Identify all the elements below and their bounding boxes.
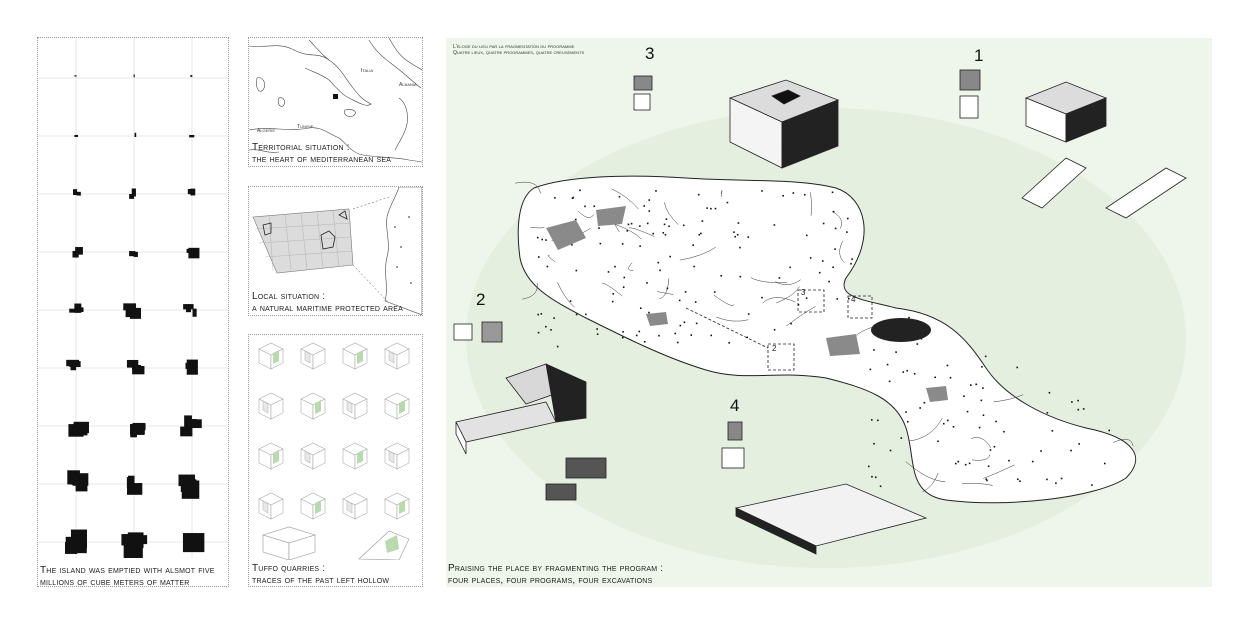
quarry-cube (384, 492, 410, 520)
tuffo-caption-line1: Tuffo quarries : (252, 563, 326, 574)
mass-blob (64, 529, 88, 554)
mass-blob (66, 359, 81, 371)
territorial-caption: Territorial situation : the heart of med… (252, 142, 422, 166)
mass-blob (183, 304, 197, 317)
vignette-site-3 (633, 75, 840, 169)
territorial-caption-line1: Territorial situation : (252, 142, 350, 153)
mass-blob (121, 532, 148, 558)
mass-blob (72, 247, 83, 258)
site-number-1: 1 (974, 46, 984, 65)
quarry-cube (342, 442, 368, 470)
mass-blob (123, 303, 141, 319)
mass-blob (190, 75, 193, 77)
plan-header-line2: Quatre lieux, quatre programmes, quatre … (453, 50, 585, 56)
mass-blob (73, 189, 81, 196)
local-caption-line2: a natural maritime protected area (252, 303, 403, 314)
site-frames (685, 289, 873, 371)
mass-blob (185, 359, 198, 375)
island-plan-drawing (453, 69, 1187, 568)
tuffo-quarries-panel: Tuffo quarries : traces of the past left… (248, 334, 423, 587)
mass-blob (129, 251, 138, 257)
plan-caption-line1: Praising the place by fragmenting the pr… (448, 563, 664, 574)
quarry-cube (384, 442, 410, 470)
quarry-cube (342, 342, 368, 370)
territorial-caption-line2: the heart of mediterranean sea (252, 154, 392, 165)
site-number-3: 3 (645, 44, 655, 63)
mass-blob (74, 134, 78, 137)
mass-blob (126, 359, 145, 375)
mass-blob (186, 247, 200, 259)
mass-evolution-grid (38, 38, 228, 558)
quarry-cube (300, 342, 326, 370)
mediterranean-map (249, 38, 422, 163)
mass-blob (178, 474, 200, 499)
tuffo-caption: Tuffo quarries : traces of the past left… (252, 563, 422, 586)
quarry-cube (300, 442, 326, 470)
mass-blob (67, 470, 89, 492)
map-label-albania: Albania (399, 82, 417, 88)
buildings (536, 189, 1111, 488)
plan-header: L'éloge du lieu par la fragmentation du … (453, 44, 584, 56)
quarry-patches (546, 206, 948, 402)
town-centre (871, 318, 931, 342)
mass-caption-line2: millions of cube meters of matter (40, 577, 190, 587)
map-marker-2: 2 (772, 344, 777, 353)
quarry-cube (258, 442, 284, 470)
quarry-cube (384, 342, 410, 370)
local-map-panel: Local situation : a natural maritime pro… (248, 186, 423, 316)
mass-blob (182, 533, 205, 553)
mass-blob (68, 421, 89, 437)
mass-blob (133, 74, 135, 78)
island-plan-panel: L'éloge du lieu par la fragmentation du … (446, 38, 1212, 587)
quarry-cube (258, 392, 284, 420)
mass-blob (69, 303, 84, 313)
map-marker-3: 3 (801, 288, 806, 297)
mass-blob (180, 415, 202, 437)
mass-caption: The island was emptied with alsmot five … (40, 565, 228, 587)
quarry-cube (342, 492, 368, 520)
tuffo-caption-line2: traces of the past left hollow (252, 575, 390, 586)
quarry-cube (258, 342, 284, 370)
quarry-cube (300, 492, 326, 520)
vignette-site-4 (721, 421, 928, 555)
site-number-4: 4 (730, 396, 740, 415)
mass-blob (189, 134, 195, 138)
local-caption: Local situation : a natural maritime pro… (252, 291, 422, 315)
quarry-cube-grid (258, 342, 410, 560)
map-marker-4: 4 (851, 295, 856, 304)
site-location-marker (333, 94, 338, 99)
mass-blob (126, 475, 143, 495)
plan-header-line1: L'éloge du lieu par la fragmentation du … (453, 44, 575, 50)
map-label-algerie: Algerie (257, 128, 276, 134)
map-label-tunisie: Tunisie (297, 124, 314, 130)
mass-evolution-panel: The island was emptied with alsmot five … (37, 37, 229, 587)
territorial-map-panel: Italia Albania Algerie Tunisie Territori… (248, 37, 423, 167)
local-caption-line1: Local situation : (252, 291, 326, 302)
plan-caption-line2: four places, four programs, four excavat… (448, 575, 653, 586)
cliff-sketch (358, 530, 410, 560)
mass-blob (187, 188, 196, 196)
quarry-cube (384, 392, 410, 420)
mass-blob (129, 188, 136, 199)
mass-blob (130, 422, 146, 438)
protected-area-map (252, 187, 422, 315)
quarry-cube (258, 492, 284, 520)
vignette-site-2 (453, 321, 607, 501)
map-label-italia: Italia (361, 68, 374, 74)
quarry-cube (342, 392, 368, 420)
vignette-site-1 (959, 69, 1187, 219)
building-sketch (261, 526, 317, 560)
mass-blob (74, 75, 77, 77)
quarry-cube (300, 392, 326, 420)
mass-caption-line1: The island was emptied with alsmot five (40, 565, 215, 576)
site-number-2: 2 (476, 290, 486, 309)
plan-caption: Praising the place by fragmenting the pr… (448, 563, 848, 587)
mass-blob (134, 132, 137, 138)
